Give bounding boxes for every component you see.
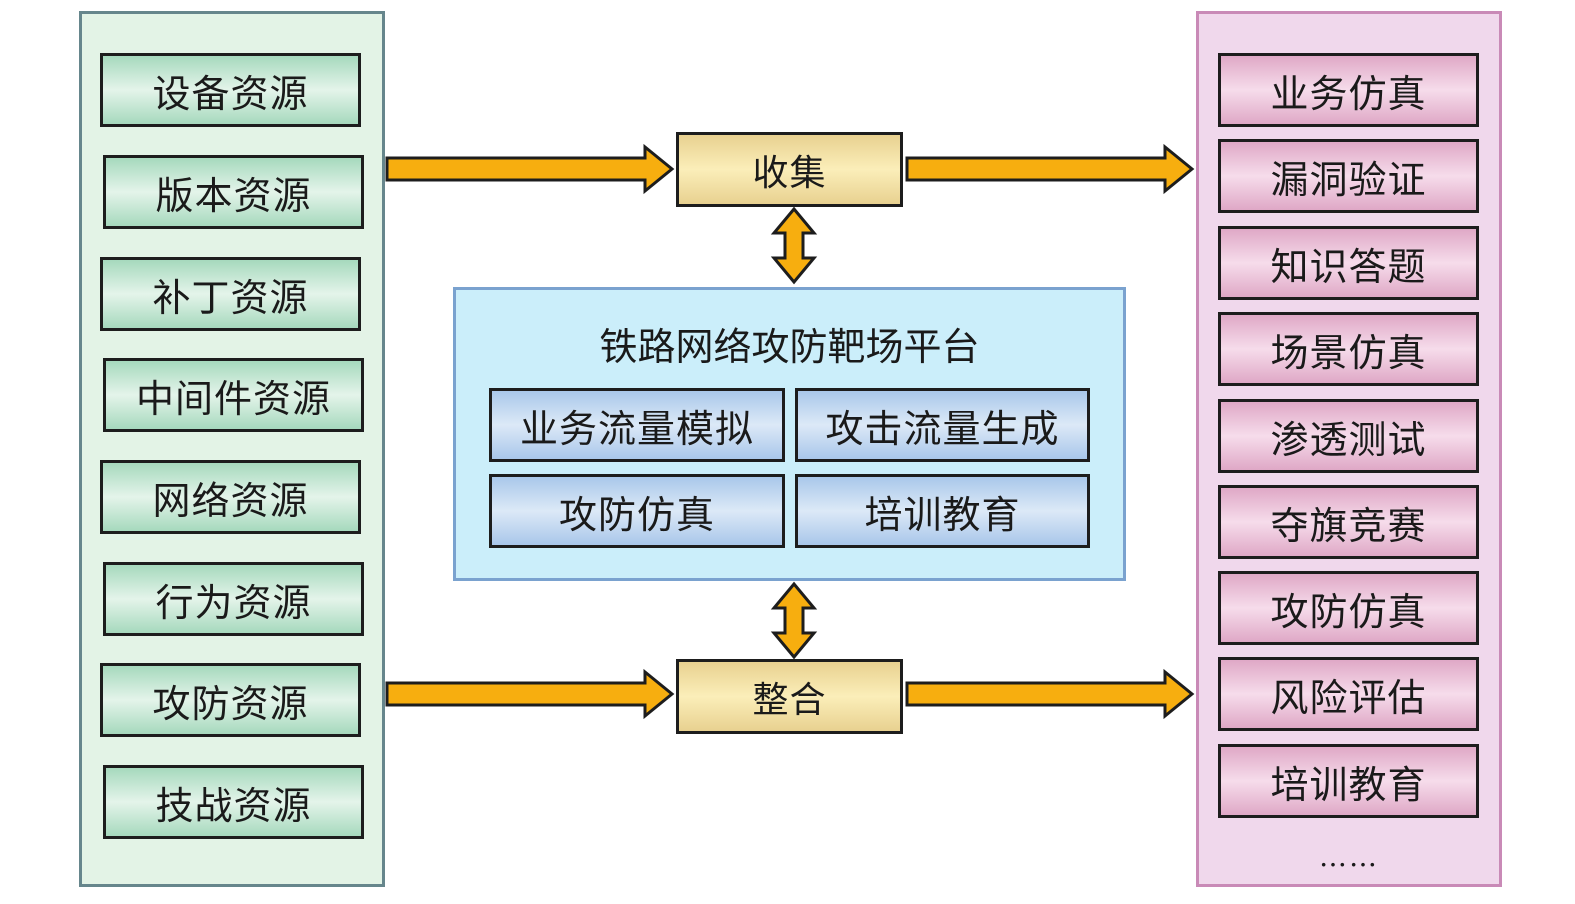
- resource-box: 版本资源: [103, 155, 364, 229]
- resource-box: 网络资源: [100, 460, 361, 534]
- platform-module: 培训教育: [795, 474, 1090, 548]
- application-box: 漏洞验证: [1218, 139, 1479, 213]
- resource-box: 行为资源: [103, 562, 364, 636]
- more-ellipsis: ……: [1319, 840, 1379, 873]
- resource-box: 技战资源: [103, 765, 364, 839]
- resource-box: 中间件资源: [103, 358, 364, 432]
- platform-module: 攻防仿真: [489, 474, 785, 548]
- resource-box: 补丁资源: [100, 257, 361, 331]
- application-box: 攻防仿真: [1218, 571, 1479, 645]
- arrow-integrate-to-applications: [905, 668, 1195, 720]
- resource-box: 攻防资源: [100, 663, 361, 737]
- arrow-resources-to-integrate: [385, 668, 675, 720]
- resource-box: 设备资源: [100, 53, 361, 127]
- application-box: 场景仿真: [1218, 312, 1479, 386]
- application-box: 渗透测试: [1218, 399, 1479, 473]
- platform-module: 业务流量模拟: [489, 388, 785, 462]
- arrow-resources-to-collect: [385, 143, 675, 195]
- arrow-collect-platform-bidirectional: [770, 206, 818, 285]
- platform-module: 攻击流量生成: [795, 388, 1090, 462]
- application-box: 知识答题: [1218, 226, 1479, 300]
- application-box: 业务仿真: [1218, 53, 1479, 127]
- application-box: 培训教育: [1218, 744, 1479, 818]
- collect-node: 收集: [676, 132, 903, 207]
- arrow-platform-integrate-bidirectional: [770, 581, 818, 660]
- arrow-collect-to-applications: [905, 143, 1195, 195]
- application-box: 夺旗竞赛: [1218, 485, 1479, 559]
- application-box: 风险评估: [1218, 657, 1479, 731]
- platform-title: 铁路网络攻防靶场平台: [599, 325, 980, 369]
- integrate-node: 整合: [676, 659, 903, 734]
